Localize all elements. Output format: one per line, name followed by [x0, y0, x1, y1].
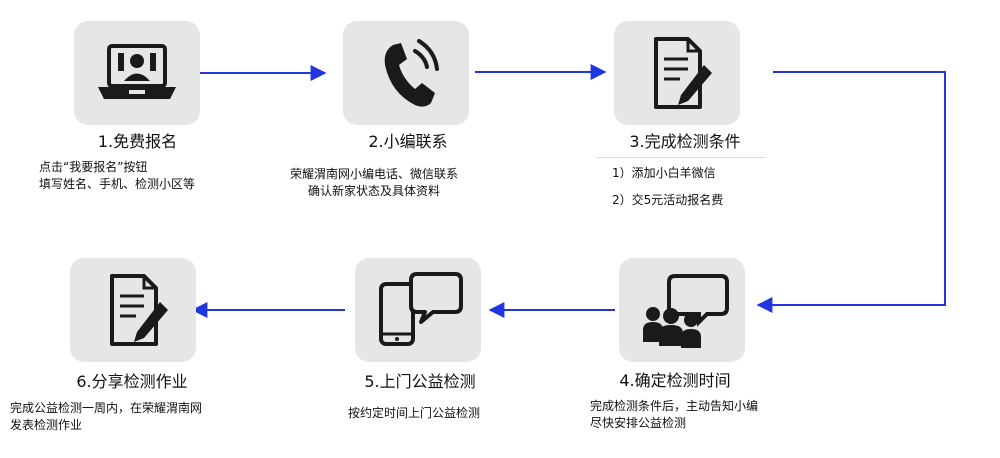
- document-pen-icon: [110, 274, 168, 346]
- step-4-title: 4.确定检测时间: [619, 371, 731, 390]
- step-2-line-2: 确认新家状态及具体资料: [308, 184, 441, 198]
- step-2-tile: [343, 21, 469, 125]
- step-5-title: 5.上门公益检测: [364, 372, 476, 391]
- step-4-description: 完成检测条件后，主动告知小编 尽快安排公益检测: [590, 398, 758, 432]
- laptop-profile-icon: [98, 44, 176, 99]
- step-6-tile: [70, 258, 196, 362]
- step-1-description: 点击“我要报名”按钮 填写姓名、手机、检测小区等: [39, 159, 195, 193]
- step-2-title: 2.小编联系: [368, 132, 448, 151]
- step-5-line-1: 按约定时间上门公益检测: [348, 406, 481, 420]
- step-3-item-1: 1）添加小白羊微信: [612, 166, 716, 180]
- document-pen-icon: [654, 37, 712, 109]
- step-3-tile: [614, 21, 740, 125]
- step-6-title: 6.分享检测作业: [76, 372, 188, 391]
- step-6-description: 完成公益检测一周内，在荣耀渭南网 发表检测作业: [10, 400, 202, 434]
- step-6-line-1: 完成公益检测一周内，在荣耀渭南网: [10, 401, 203, 415]
- step-1-line-1: 点击“我要报名”按钮: [39, 160, 148, 174]
- step-2-description: 荣耀渭南网小编电话、微信联系 确认新家状态及具体资料: [290, 166, 458, 200]
- connector-step3-to-step4: [756, 71, 946, 313]
- step-1-line-2: 填写姓名、手机、检测小区等: [39, 177, 196, 191]
- step-4-tile: [619, 258, 745, 362]
- step-4-line-2: 尽快安排公益检测: [590, 416, 687, 430]
- people-speech-icon: [643, 274, 729, 348]
- step-6-line-2: 发表检测作业: [10, 418, 83, 432]
- step-1-tile: [74, 21, 200, 125]
- step-3-divider: [596, 157, 766, 158]
- smartphone-chat-icon: [379, 272, 463, 346]
- phone-icon: [384, 39, 439, 107]
- step-3-item-2: 2）交5元活动报名费: [612, 193, 724, 207]
- step-2-line-1: 荣耀渭南网小编电话、微信联系: [290, 167, 459, 181]
- step-3-checklist: 1）添加小白羊微信 2）交5元活动报名费: [612, 160, 723, 214]
- step-1-title: 1.免费报名: [97, 132, 178, 151]
- step-4-line-1: 完成检测条件后，主动告知小编: [590, 399, 759, 413]
- step-3-title: 3.完成检测条件: [629, 132, 741, 151]
- step-5-description: 按约定时间上门公益检测: [348, 405, 480, 422]
- step-5-tile: [355, 258, 481, 362]
